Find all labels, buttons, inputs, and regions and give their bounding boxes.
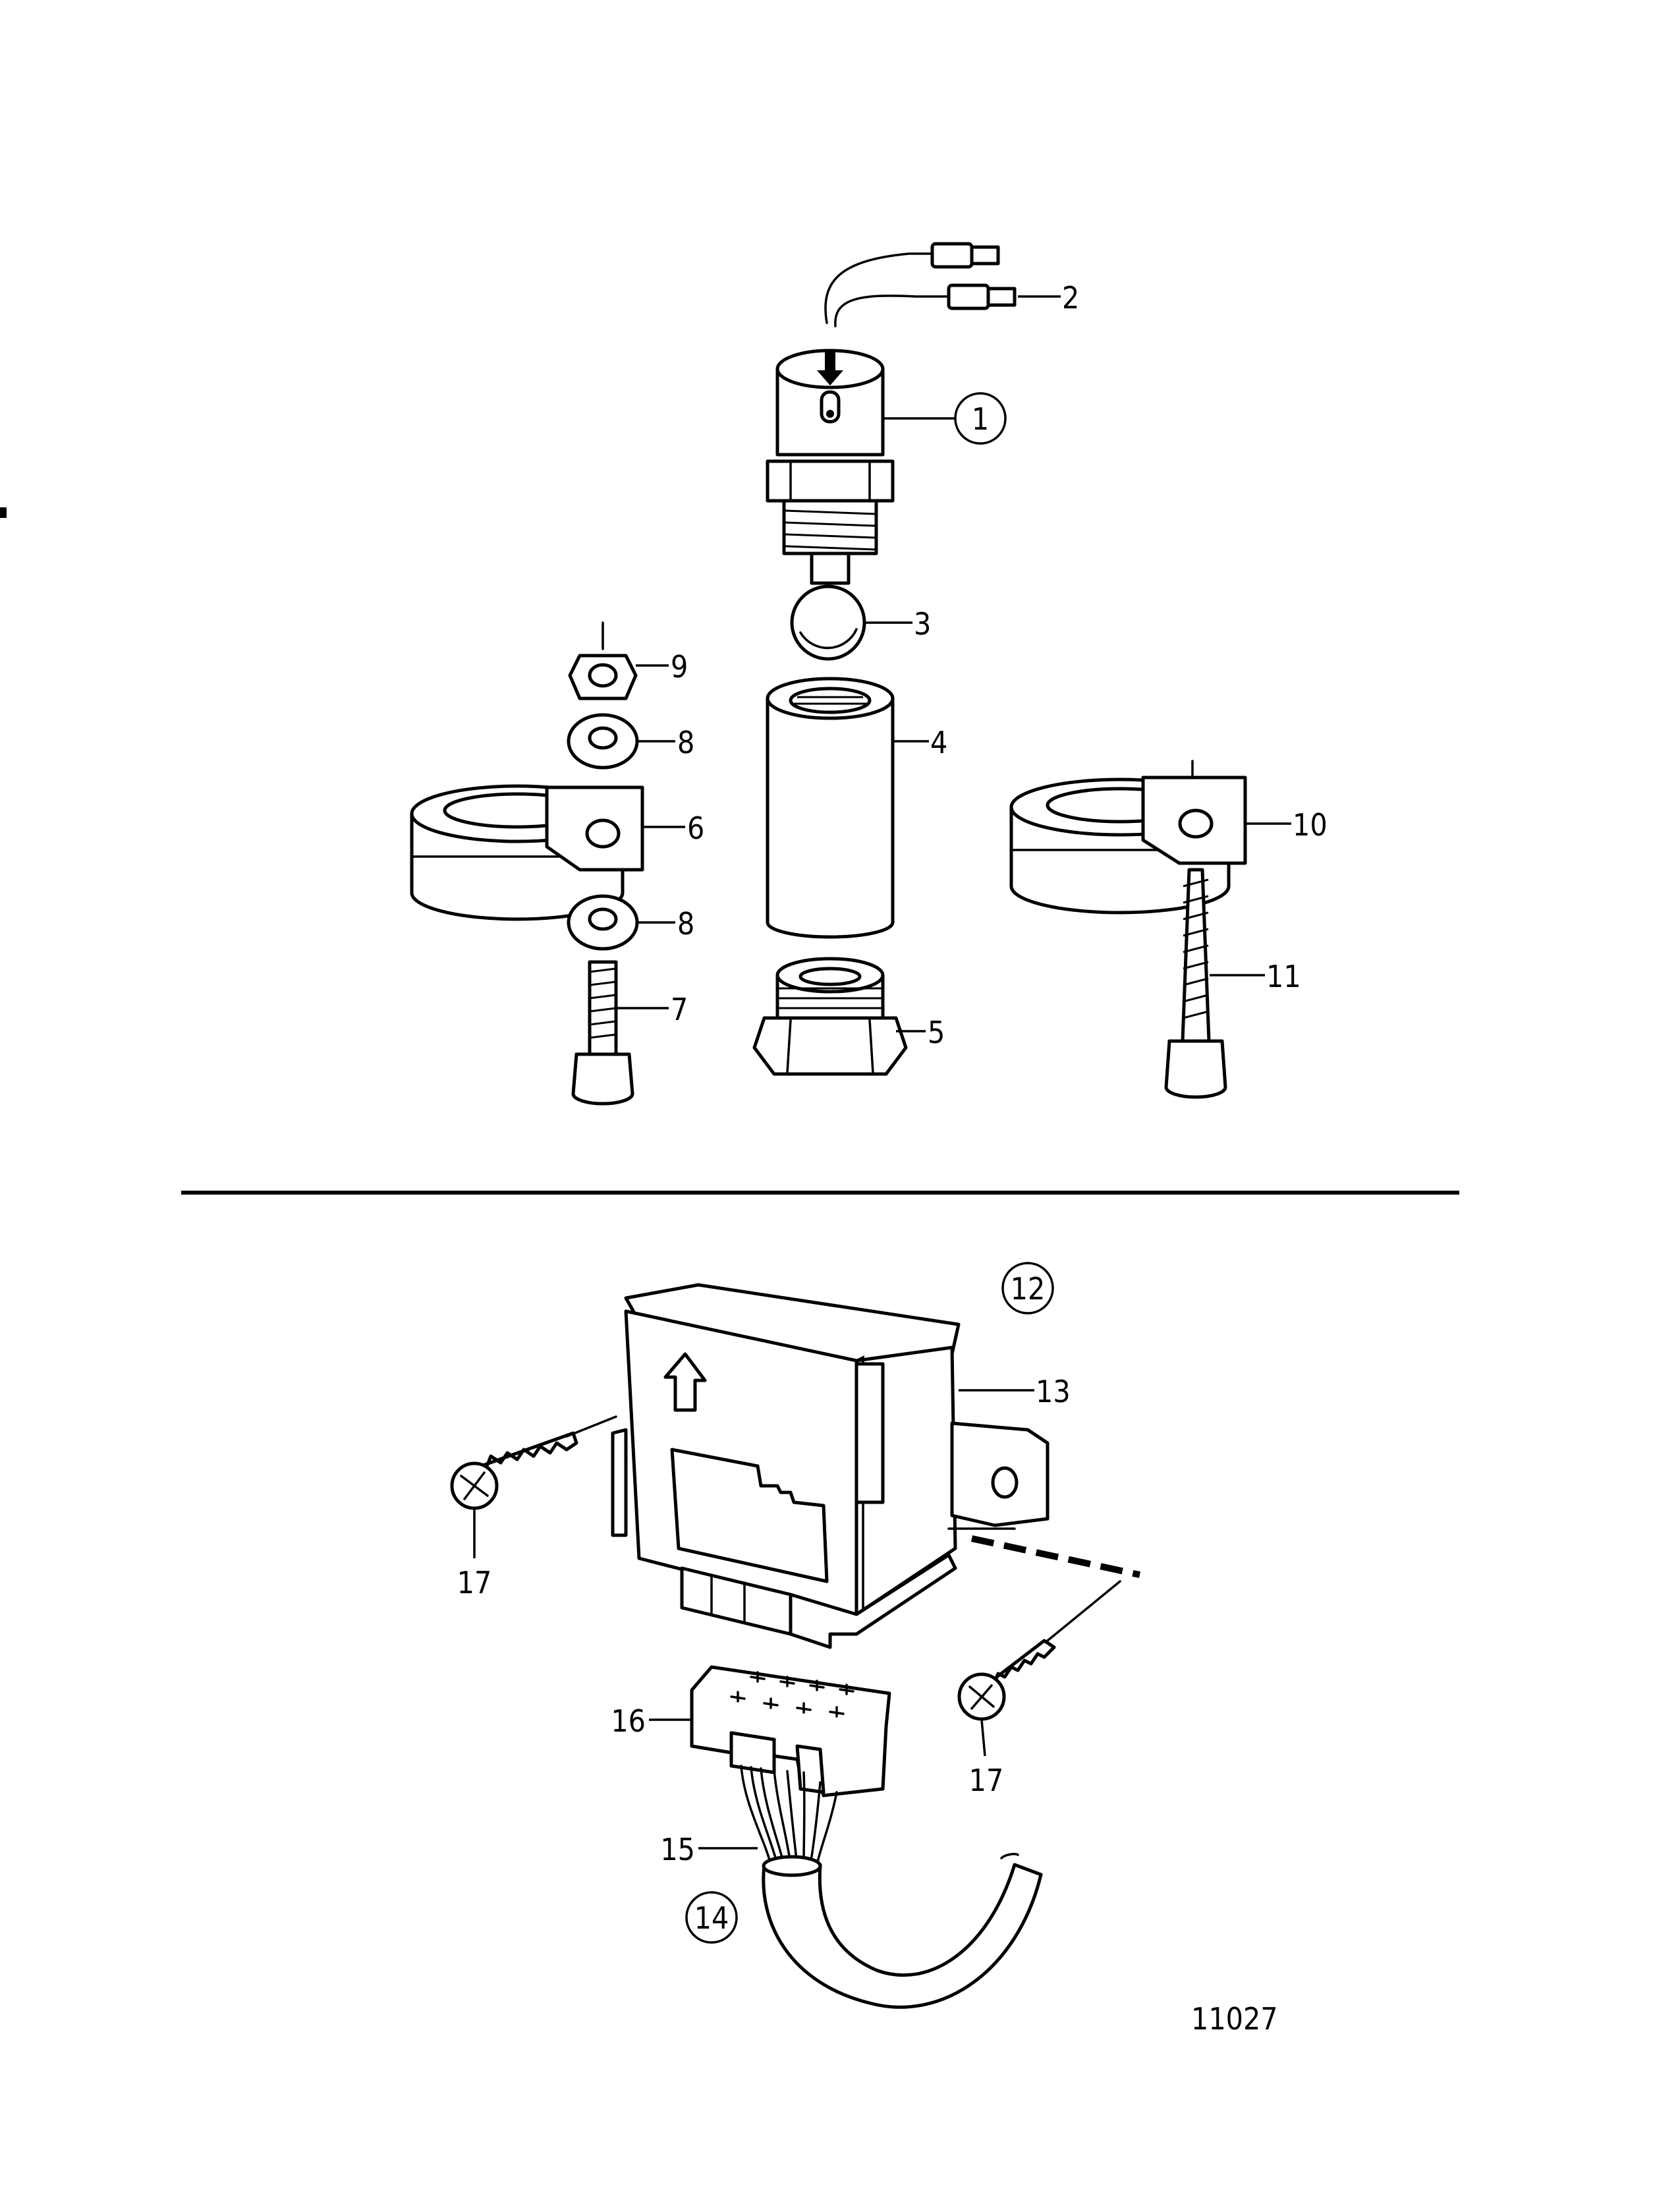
callout-15: 15 (660, 1832, 695, 1867)
callout-6: 6 (687, 810, 704, 846)
callout-8-top: 8 (677, 725, 694, 760)
callout-17-right: 17 (969, 1763, 1004, 1798)
callout-16: 16 (611, 1703, 646, 1739)
right-clamp-assembly (1009, 760, 1247, 1099)
plug-part-5 (752, 957, 908, 1076)
callout-12: 12 (1011, 1271, 1046, 1307)
callout-10: 10 (1293, 807, 1328, 843)
callout-2: 2 (1062, 280, 1079, 316)
tube-part-4 (766, 677, 895, 939)
leader-lines (473, 295, 1291, 1850)
edge-mark (0, 507, 7, 518)
screw-part-17-left (450, 1415, 617, 1510)
callout-1: 1 (972, 401, 989, 437)
callout-7: 7 (671, 992, 688, 1027)
callout-17-left: 17 (457, 1565, 492, 1600)
screw-part-17-right (957, 1580, 1121, 1721)
callout-13: 13 (1036, 1374, 1071, 1409)
mounting-dashed-line (970, 1535, 1141, 1578)
callout-3: 3 (914, 606, 931, 642)
callout-1-circle (954, 392, 1007, 445)
figure-number: 11027 (1191, 2001, 1278, 2037)
callout-4: 4 (930, 725, 947, 760)
callout-5: 5 (928, 1015, 945, 1050)
callout-12-circle (1001, 1262, 1054, 1315)
connector-part-16 (690, 1665, 891, 1797)
callout-labels: 2 1 3 4 5 9 8 6 8 7 10 11 12 13 17 17 16… (457, 280, 1328, 2037)
callout-8-bottom: 8 (677, 906, 694, 942)
callout-14: 14 (694, 1900, 729, 1936)
o-ring-part-3 (790, 584, 866, 661)
callout-14-circle (685, 1891, 738, 1944)
callout-11: 11 (1266, 959, 1301, 994)
sensor-part-1 (766, 242, 1017, 585)
cable-part-14 (762, 1853, 1043, 2009)
left-clamp-assembly (410, 621, 644, 1106)
callout-9: 9 (671, 649, 688, 685)
control-unit-part-13 (611, 1283, 1050, 1649)
